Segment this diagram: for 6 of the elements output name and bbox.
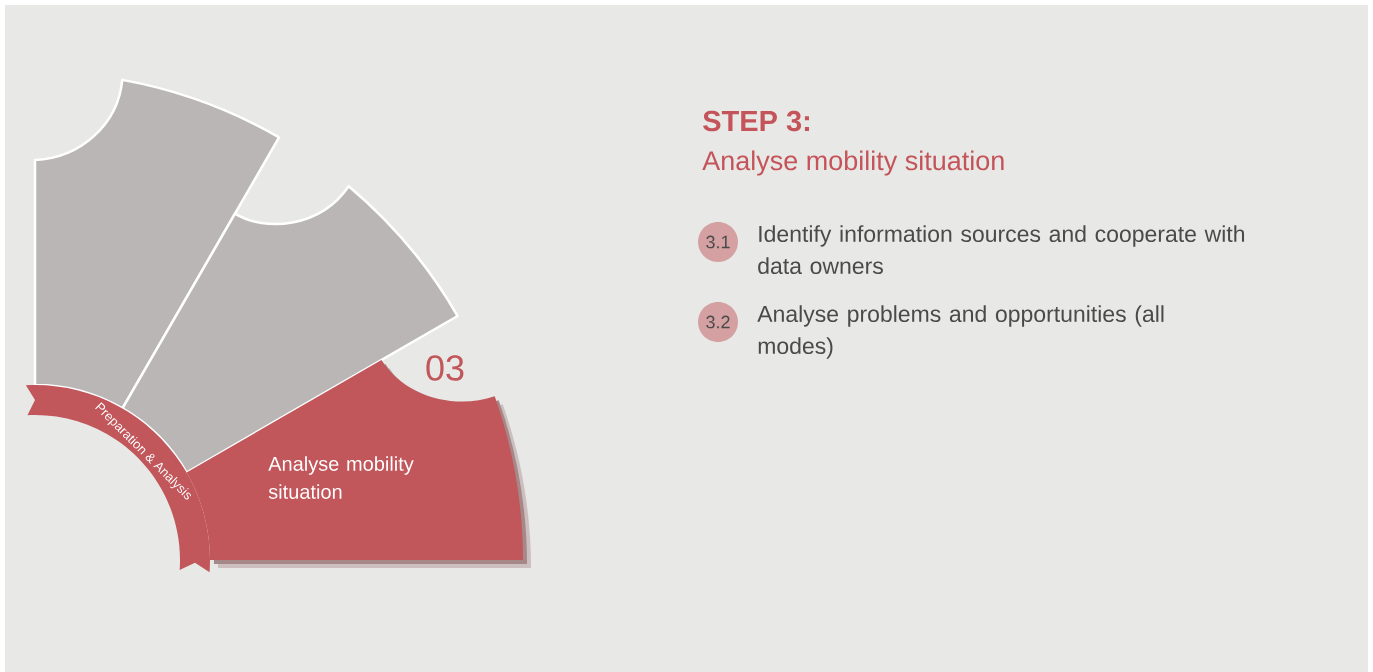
title: STEP 3: bbox=[703, 110, 809, 132]
number-badge: 3.2 bbox=[698, 302, 738, 342]
item-text: Analyse problems and opportunities (all modes) bbox=[757, 305, 1164, 359]
number-badge: 3.1 bbox=[698, 222, 738, 262]
subtitle: Analyse mobility situation bbox=[702, 150, 1004, 176]
item-text: Identify information sources and cooperate with data owners bbox=[758, 225, 1244, 275]
